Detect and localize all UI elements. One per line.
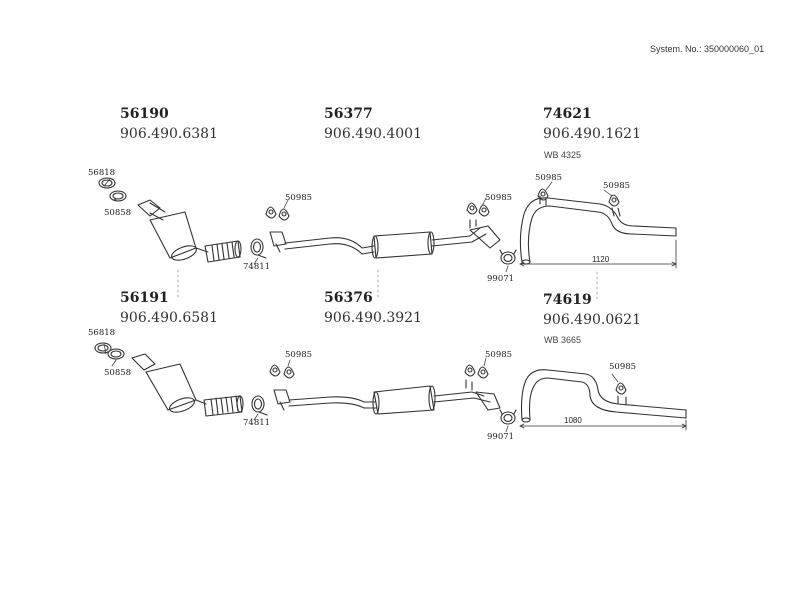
part-label-74811-bottom: 74811	[243, 418, 271, 428]
row-separators	[177, 269, 598, 301]
dimension-1080: 1080	[564, 416, 582, 425]
part-label-99071-top: 99071	[487, 274, 515, 284]
rear-tailpipe-top	[519, 195, 677, 265]
part-label-50858-bottom: 50858	[104, 368, 132, 378]
hangers-mid-right-bottom	[464, 364, 489, 379]
oem-number-mid-top: 906.490.4001	[324, 126, 422, 142]
part-label-50985-top-rear-a: 50985	[535, 173, 563, 183]
oem-number-rear-top: 906.490.1621	[543, 126, 641, 142]
part-label-50985-bottom-rear: 50985	[609, 362, 637, 372]
wheelbase-top: WB 4325	[544, 150, 582, 160]
middle-silencer-top	[269, 219, 501, 259]
part-code-56376: 56376	[324, 290, 373, 306]
part-label-50985-bottom-left: 50985	[285, 350, 313, 360]
part-label-56818-bottom: 56818	[88, 328, 116, 338]
oem-number-cat-bottom: 906.490.6581	[120, 310, 218, 326]
oem-number-mid-bottom: 906.490.3921	[324, 310, 422, 326]
part-code-56190: 56190	[120, 106, 169, 122]
hangers-mid-left-top	[265, 206, 290, 221]
hangers-mid-right-top	[466, 202, 490, 217]
part-label-99071-bottom: 99071	[487, 432, 515, 442]
rear-tailpipe-bottom	[520, 369, 687, 423]
oem-number-cat-top: 906.490.6381	[120, 126, 218, 142]
part-code-56191: 56191	[120, 290, 169, 306]
oem-number-rear-bottom: 906.490.0621	[543, 312, 641, 328]
part-label-56818-top: 56818	[88, 168, 116, 178]
catalytic-converter-bottom	[94, 342, 244, 417]
part-label-50985-top-mid-right: 50985	[485, 193, 513, 203]
clamp-74811-bottom	[251, 395, 268, 416]
dimension-line-top	[519, 239, 677, 269]
dimension-line-bottom	[519, 419, 687, 431]
part-label-50985-top-left: 50985	[285, 193, 313, 203]
part-code-74621: 74621	[543, 106, 592, 122]
middle-silencer-bottom	[273, 379, 501, 415]
hanger-rear-bottom	[615, 382, 627, 395]
part-label-74811-top: 74811	[243, 262, 271, 272]
part-label-50985-bottom-mid-right: 50985	[485, 350, 513, 360]
clamp-99071-bottom	[499, 409, 517, 425]
part-code-56377: 56377	[324, 106, 373, 122]
hangers-mid-left-bottom	[269, 364, 295, 379]
system-number: System. No.: 350000060_01	[650, 44, 765, 54]
dimension-1120: 1120	[592, 255, 610, 264]
clamp-74811-top	[250, 238, 267, 259]
clamp-99071-top	[499, 249, 517, 265]
part-label-50985-top-rear-b: 50985	[603, 181, 631, 191]
wheelbase-bottom: WB 3665	[544, 335, 582, 345]
part-label-50858-top: 50858	[104, 208, 132, 218]
part-code-74619: 74619	[543, 292, 592, 308]
leader-lines	[103, 178, 619, 433]
catalytic-converter-top	[98, 177, 242, 263]
hangers-rear-top	[537, 188, 620, 207]
